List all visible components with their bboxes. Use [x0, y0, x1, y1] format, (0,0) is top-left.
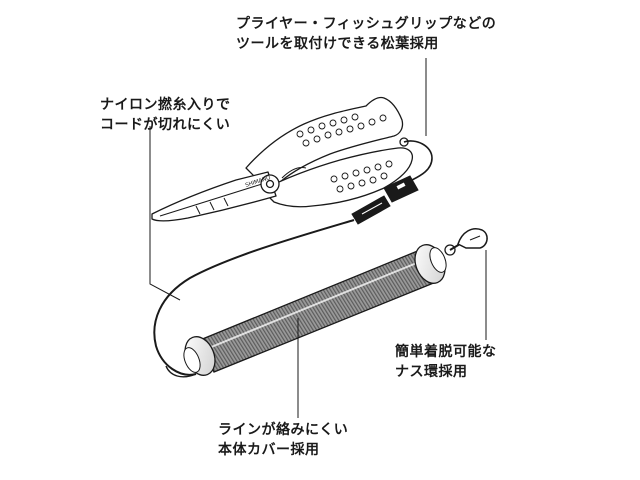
callout-tool-clip-line1: プライヤー・フィッシュグリップなどの: [236, 16, 497, 32]
cover-end-cap-right: [414, 244, 447, 284]
callout-snap-clasp-line2: ナス環採用: [395, 364, 468, 380]
callout-cord-line1: ナイロン撚糸入りで: [100, 97, 231, 113]
tool-clip-loop: [403, 140, 433, 181]
tool-clip-assembly: [351, 140, 433, 225]
callout-cover-line2: 本体カバー採用: [218, 442, 320, 458]
pliers-upper-handle: [245, 96, 404, 187]
callout-cover-line1: ラインが絡みにくい: [218, 422, 349, 438]
leader-cord: [149, 126, 181, 301]
pliers-lower-handle: [261, 147, 414, 208]
callout-tool-clip: プライヤー・フィッシュグリップなどの ツールを取付けできる松葉採用: [236, 14, 496, 54]
snap-clasp: [444, 228, 488, 256]
callout-cord: ナイロン撚糸入りで コードが切れにくい: [100, 95, 231, 135]
cord-connector: [351, 195, 391, 225]
pliers-illustration: SHIMANO: [151, 96, 414, 222]
coil-cord: [153, 219, 355, 376]
callout-cover: ラインが絡みにくい 本体カバー採用: [218, 420, 348, 460]
callout-tool-clip-line2: ツールを取付けできる松葉採用: [236, 36, 439, 52]
callout-cord-line2: コードが切れにくい: [100, 117, 231, 133]
tool-clip-buckle: [383, 175, 419, 203]
callout-snap-clasp: 簡単着脱可能な ナス環採用: [395, 342, 497, 382]
callout-snap-clasp-line1: 簡単着脱可能な: [395, 344, 497, 360]
snap-clasp-hook: [457, 228, 488, 249]
cover-end-cap-left: [183, 336, 216, 376]
leader-lines: [149, 58, 487, 418]
cord-cover-tube: [183, 244, 447, 376]
pliers-grip-holes: [296, 113, 393, 193]
